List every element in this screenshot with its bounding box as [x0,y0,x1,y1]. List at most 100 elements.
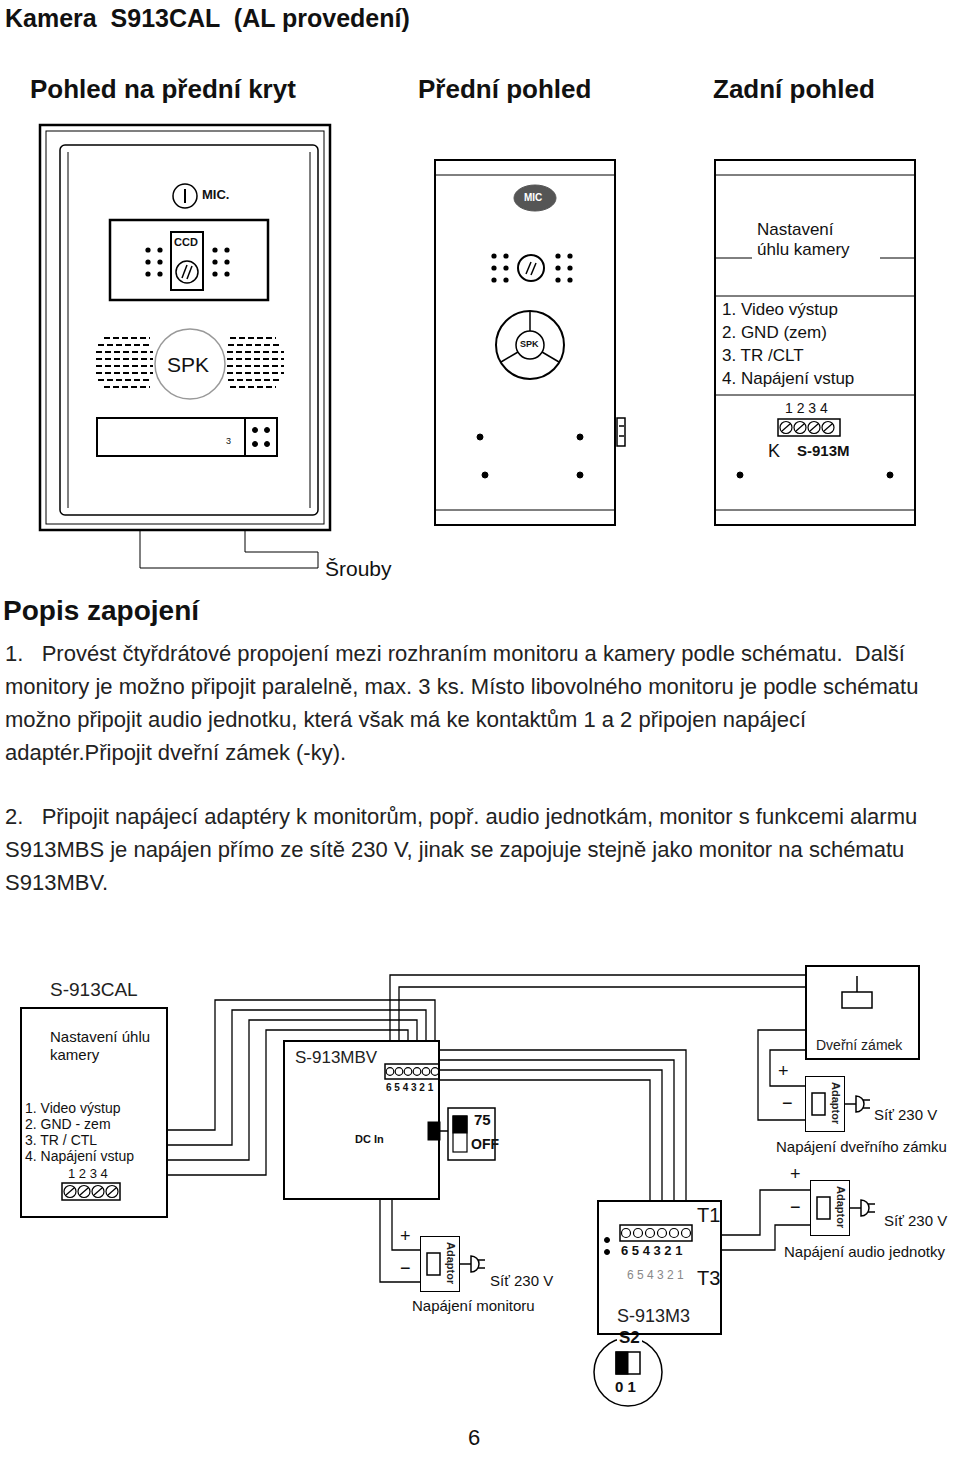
audio-terminal [646,1229,655,1238]
mains-label: Síť 230 V [884,1212,947,1230]
front-cover-drawing [245,418,277,456]
adapter-plug [856,1096,864,1112]
unit-name: S-913MBV [295,1048,377,1068]
front-view-drawing [435,175,615,176]
grille-dots [212,271,217,276]
monitor-terminal [413,1068,421,1076]
adapter-label: Adaptor [830,1082,842,1124]
page-title: Kamera S913CAL (AL provedení) [5,4,410,33]
camera-terminal [106,1186,118,1198]
switch-label: OFF [471,1136,499,1153]
front-cover-drawing [96,358,153,360]
screw-leader [140,530,318,568]
monitor-unit: S-913MBV [283,1040,440,1200]
unit-name: S-913CAL [50,978,138,1001]
adapter-label: Adaptor [445,1242,457,1284]
pin-label: 1. Video výstup [25,1100,120,1117]
switch-label: 0 1 [615,1378,636,1396]
adapter-plug [812,1093,825,1115]
monitor-terminal [386,1068,394,1076]
switch-symbol [448,1108,495,1160]
selector-switch [616,1352,640,1374]
front-view-drawing [577,434,583,440]
front-view-drawing [518,255,544,281]
section-heading: Popis zapojení [3,594,199,628]
polarity-sign: + [790,1163,801,1185]
grille-dots [145,247,572,282]
mains-label: Síť 230 V [490,1272,553,1290]
monitor-terminal [431,1068,439,1076]
front-cover-drawing [60,145,318,515]
front-cover-drawing [40,125,330,530]
audio-terminal [620,1225,692,1241]
grille-dots [212,259,217,264]
grille-dots [212,247,217,252]
part-label: CCD [174,236,198,249]
view-heading: Přední pohled [418,74,591,105]
front-view-drawing [435,160,625,525]
terminal-label: T3 [697,1266,720,1290]
grille-dots [555,253,560,258]
grille-dots [491,277,496,282]
door-lock: Dveřní zámek [805,965,920,1060]
front-cover-drawing [110,220,268,300]
power-adapter: Adaptor [420,1236,460,1292]
wire [758,1030,805,1120]
power-adapter: Adaptor [810,1180,850,1236]
audio-terminal [682,1229,691,1238]
supply-label: Napájení dveřního zámku [776,1138,947,1156]
adapter-label: Adaptor [835,1186,847,1228]
part-label: 3 [226,436,231,447]
monitor-terminal [395,1068,403,1076]
pin-label: 4. Napájení vstup [25,1148,134,1165]
back-view-drawing [715,510,915,511]
grille-dots [503,277,508,282]
front-cover-drawing [253,428,258,433]
audio-terminal [605,1250,610,1255]
back-view-drawing [737,472,743,478]
front-view-drawing [516,331,544,359]
back-view-drawing [715,175,915,176]
switch-symbol [448,1108,495,1160]
polarity-sign: + [400,1225,411,1247]
front-view-drawing [435,510,615,511]
pin-label: 1. Video výstup [722,300,838,320]
audio-terminal [658,1229,667,1238]
view-heading: Zadní pohled [713,74,875,105]
front-cover-drawing [96,351,153,353]
front-cover-drawing [68,152,69,508]
wire [168,1030,408,1175]
front-cover-drawing [184,189,186,203]
door-lock-symbol [856,976,858,992]
back-view-drawing [887,472,893,478]
front-view-drawing [496,311,564,379]
polarity-sign: + [778,1060,789,1082]
part-label: K [768,440,780,462]
terminal-label: T1 [697,1203,720,1227]
front-cover-drawing [176,261,198,283]
selector-switch [616,1352,628,1374]
adapter-plug [850,1207,861,1209]
part-label: SPK [167,352,209,377]
adapter-plug [471,1256,479,1272]
power-adapter: Adaptor [805,1076,845,1132]
front-cover-drawing [230,337,276,339]
monitor-terminal [385,1064,439,1079]
wire-bundle [440,1050,686,1200]
grille-dots [503,265,508,270]
front-cover-drawing [46,131,324,524]
pin-label: 2. GND (zem) [722,323,827,343]
polarity-sign: − [782,1092,793,1114]
pin-label: 3. TR /CLT [722,346,804,366]
back-view-drawing [715,258,752,259]
camera-terminal [80,1188,88,1195]
instruction-text: 1. Provést čtyřdrátové propojení mezi ro… [5,637,950,769]
grille-dots [145,259,150,264]
back-view-drawing [796,424,804,431]
grille-dots [567,253,572,258]
front-cover-drawing [182,265,187,278]
front-view-drawing [482,472,488,478]
adapter-plug [460,1263,471,1265]
back-view-drawing [794,422,806,434]
grille-dots [157,259,162,264]
